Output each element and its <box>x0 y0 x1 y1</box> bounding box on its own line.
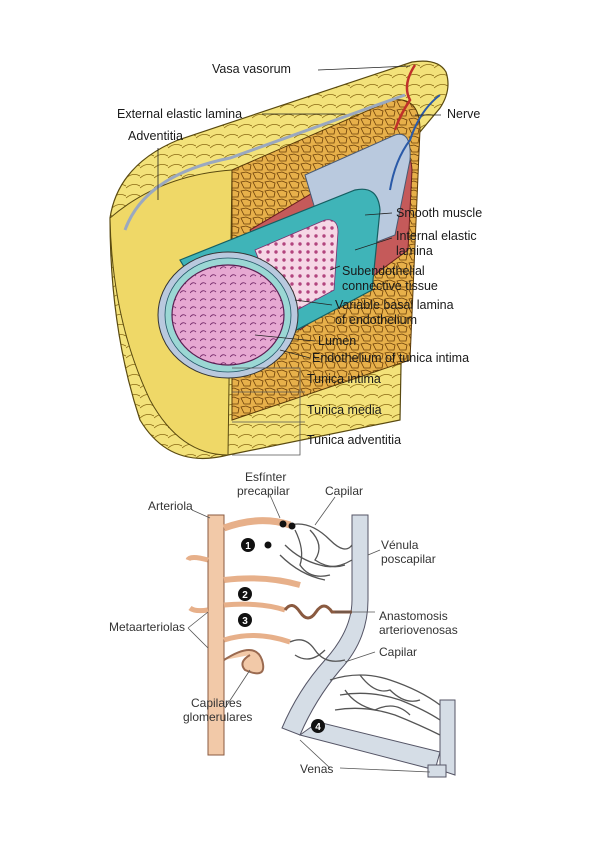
label-smooth-muscle: Smooth muscle <box>396 206 482 220</box>
label-capilar-mid: Capilar <box>379 645 417 659</box>
label-basal-lamina-2: of endothelium <box>335 313 417 327</box>
label-glomerulares-2: glomerulares <box>183 710 252 724</box>
leader-capilar-top <box>314 496 336 526</box>
label-subendothelial-1: Subendothelial <box>342 264 425 278</box>
leader-metaarteriolas <box>187 611 209 649</box>
precapillary-sphincter <box>264 541 272 549</box>
label-venula-2: poscapilar <box>381 552 436 566</box>
arteriole-branch-2 <box>223 575 301 588</box>
label-external-elastic-lamina: External elastic lamina <box>117 107 242 121</box>
marker-1: 1 <box>241 538 255 552</box>
marker-2: 2 <box>238 587 252 601</box>
capillary-net-top <box>279 523 353 581</box>
precapillary-sphincter <box>288 522 296 530</box>
label-venula-1: Vénula <box>381 538 419 552</box>
label-adventitia: Adventitia <box>128 129 183 143</box>
svg-text:1: 1 <box>245 541 251 552</box>
label-esfinter-2: precapilar <box>237 484 290 498</box>
vein-right <box>439 699 456 776</box>
precapillary-sphincter <box>279 520 287 528</box>
label-nerve: Nerve <box>447 107 480 121</box>
leader-venula <box>367 549 381 556</box>
svg-text:3: 3 <box>242 616 248 627</box>
arteriole-branch-4 <box>223 632 291 645</box>
label-basal-lamina-1: Variable basal lamina <box>335 298 454 312</box>
leader-basal-lamina <box>294 299 333 306</box>
arteriole-branch-3 <box>223 601 286 613</box>
leader-endothelium <box>279 349 311 359</box>
label-venas: Venas <box>300 762 333 776</box>
glomerular-capillaries <box>223 649 265 675</box>
label-glomerulares-1: Capilares <box>191 696 242 710</box>
label-esfinter-1: Esfínter <box>245 470 286 484</box>
label-lumen: Lumen <box>318 334 356 348</box>
svg-text:4: 4 <box>315 722 321 733</box>
tunica-bracket <box>232 367 301 456</box>
label-endothelium: Endothelium of tunica intima <box>312 351 469 365</box>
external-elastic-lamina-stripe <box>123 93 406 231</box>
label-tunica-media: Tunica media <box>307 403 382 417</box>
leader-vasa <box>317 65 411 71</box>
nerve-fiber <box>389 94 441 191</box>
metaarteriole-left-2 <box>188 605 209 614</box>
marker-4: 4 <box>311 719 325 733</box>
leader-subendothelial <box>329 265 341 271</box>
label-tunica-adventitia: Tunica adventitia <box>307 433 401 447</box>
svg-text:2: 2 <box>242 590 248 601</box>
label-internal-elastic-1: Internal elastic <box>396 229 477 243</box>
anastomosis-vessel <box>283 604 352 620</box>
label-capilar-top: Capilar <box>325 484 363 498</box>
lumen-ellipse <box>171 264 285 366</box>
capillary-net-bottom <box>329 674 441 736</box>
label-anastomosis-2: arteriovenosas <box>379 623 458 637</box>
vein-outlet <box>427 764 447 778</box>
leader-internal-elastic <box>354 237 393 251</box>
leader-glomerulares <box>224 669 251 709</box>
label-anastomosis-1: Anastomosis <box>379 609 448 623</box>
label-subendothelial-2: connective tissue <box>342 279 438 293</box>
capillary-net-mid <box>289 639 346 662</box>
venule-trunk <box>281 514 369 736</box>
label-vasa-vasorum: Vasa vasorum <box>212 62 291 76</box>
leader-arteriola <box>191 509 211 519</box>
leader-smooth-muscle <box>364 212 393 216</box>
label-arteriola: Arteriola <box>148 499 193 513</box>
label-metaarteriolas: Metaarteriolas <box>109 620 185 634</box>
label-tunica-intima: Tunica intima <box>307 372 381 386</box>
leader-capilar-mid <box>344 651 376 663</box>
label-internal-elastic-2: lamina <box>396 244 433 258</box>
marker-3: 3 <box>238 613 252 627</box>
metaarteriole-left <box>185 555 209 563</box>
arteriole-trunk <box>207 514 225 756</box>
leader-esfinter <box>269 494 281 519</box>
leader-venas <box>299 739 431 773</box>
leader-lumen <box>254 334 316 342</box>
vasa-vasorum-vessel <box>393 64 417 131</box>
